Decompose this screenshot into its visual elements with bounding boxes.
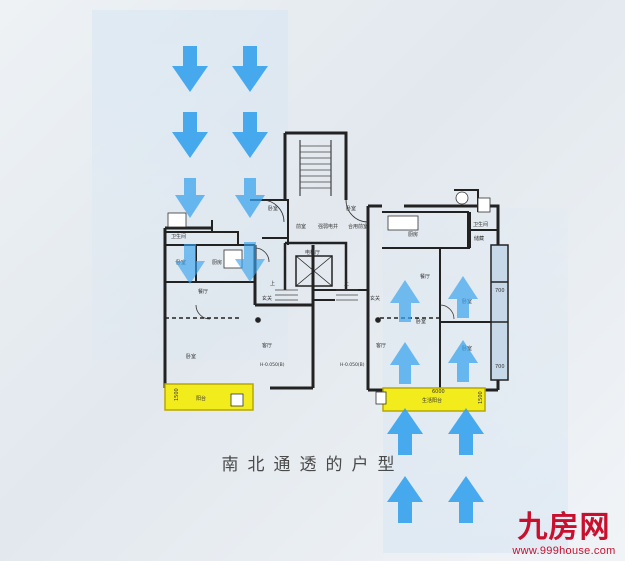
room-label: 电梯厅 [305, 249, 320, 256]
arrow-up-icon [387, 476, 423, 523]
room-label: 卧室 [346, 205, 356, 212]
room-label: 强弱电井 [318, 223, 338, 230]
room-label: 厨房 [408, 231, 418, 238]
room-label: 卫生间 [171, 233, 186, 240]
balcony-cabinet-west [230, 393, 244, 407]
room-label: 卧室 [416, 318, 426, 325]
arrow-down-icon [175, 178, 205, 218]
dimension-label: 700 [495, 288, 505, 294]
dimension-label: 1500 [174, 388, 180, 401]
caption: 南北通透的户型 [221, 455, 404, 475]
arrow-down-icon [235, 242, 265, 282]
room-label: 卧室 [268, 205, 278, 212]
arrow-up-icon [448, 476, 484, 523]
level-mark: H-0.050(B) [340, 362, 365, 368]
balcony-label: 阳台 [196, 395, 206, 402]
room-label: 玄关 [370, 295, 380, 302]
brand-logo: 九房网 [517, 510, 611, 545]
fixtures [167, 191, 491, 323]
arrow-up-icon [448, 340, 478, 382]
room-label: 客厅 [376, 342, 386, 349]
room-label: 餐厅 [198, 288, 208, 295]
room-label: 合用前室 [348, 223, 368, 230]
airflow-arrows-east [387, 276, 484, 523]
stair-mark: 上 [344, 280, 349, 287]
arrow-up-icon [390, 342, 420, 384]
room-label: 玄关 [262, 295, 272, 302]
arrow-down-icon [172, 112, 208, 158]
door-swings [195, 199, 455, 320]
arrow-up-icon [390, 280, 420, 322]
room-label: 卧室 [186, 353, 196, 360]
dimension-label: 700 [495, 364, 505, 370]
room-label: 厨房 [212, 259, 222, 266]
room-label: 前室 [296, 223, 306, 230]
level-mark: H-0.050(B) [260, 362, 285, 368]
airflow-arrows-west [172, 46, 268, 284]
brand-url: www.999house.com [512, 545, 616, 557]
room-label: 客厅 [262, 342, 272, 349]
arrow-up-icon [448, 408, 484, 455]
stair-treads [275, 145, 358, 301]
room-label: 储藏 [474, 235, 484, 242]
arrow-down-icon [235, 178, 265, 218]
balcony-cabinet-east [375, 391, 387, 405]
arrow-down-icon [232, 46, 268, 92]
arrow-down-icon [172, 46, 208, 92]
brand-watermark: 九房网 www.999house.com [509, 510, 619, 558]
room-label: 卫生间 [473, 221, 488, 228]
arrow-up-icon [448, 276, 478, 318]
stair-mark: 上 [270, 280, 275, 287]
dimension-label: 6000 [432, 389, 445, 395]
balcony-label: 生活阳台 [422, 397, 442, 404]
arrow-up-icon [387, 408, 423, 455]
dimension-label: 1500 [478, 391, 484, 404]
room-label: 餐厅 [420, 273, 430, 280]
arrow-down-icon [232, 112, 268, 158]
arrow-down-icon [175, 244, 205, 284]
